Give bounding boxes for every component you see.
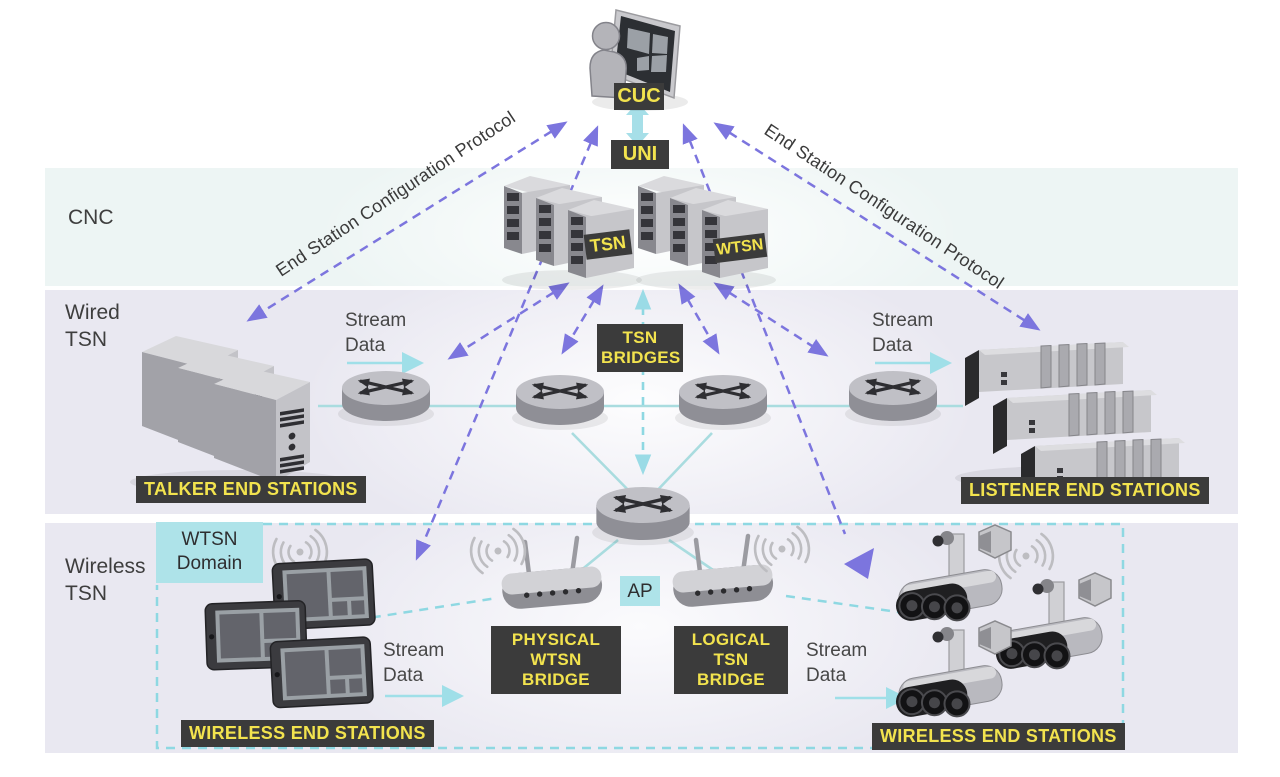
talker-end-stations-label: TALKER END STATIONS [136,476,366,503]
tsn-bridges-label: TSN BRIDGES [597,324,683,373]
logical-tsn-bridge-ap-icon [672,536,775,608]
wireless-robots-icon [891,524,1112,728]
stream-data-label: Stream Data [383,640,445,687]
tablets-to-physical-ap-link [355,596,498,622]
router-icon [512,375,608,430]
router-icon [845,371,941,426]
wireless-signal-icon [466,526,530,576]
region-label-wireless-tsn: Wireless TSN [65,555,146,606]
router-icon [675,375,771,430]
protocol-arrow-listener-cuc [713,122,1041,331]
config-arrow-wtsn-bridge4 [713,282,829,357]
stream-data-label: Stream Data [872,310,934,357]
stream-arrows [347,361,930,700]
cuc-label: CUC [614,83,664,110]
uni-label: UNI [611,140,669,169]
logical-ap-to-robots-link [785,594,934,619]
router-icon [592,487,694,545]
region-label-wired-tsn: Wired TSN [65,301,120,352]
protocol-arrow-robots-cuc [682,123,847,535]
bridge3-downlink [649,432,713,499]
stream-data-label: Stream Data [806,640,868,687]
talker-end-stations-icon [130,336,350,494]
physical-wtsn-bridge-label: PHYSICAL WTSN BRIDGE [491,626,621,695]
listener-end-stations-label: LISTENER END STATIONS [961,477,1209,504]
stream-arrowhead [442,685,464,707]
router-to-logical-ap-link [668,538,717,574]
logical-tsn-bridge-label: LOGICAL TSN BRIDGE [674,626,788,695]
stream-data-label: Stream Data [345,310,407,357]
wtsn-server-stack-icon [636,176,776,290]
stream-arrowhead [402,352,424,374]
tsn-server-stack-icon [502,176,642,290]
wireless-end-stations-label-left: WIRELESS END STATIONS [181,720,434,747]
wireless-signal-icon [750,524,814,574]
config-arrow-wtsn-bridge3 [678,283,720,355]
router-icon [338,371,434,426]
config-arrow-tsn-bridge2 [561,284,604,355]
protocol-arrowhead-robots [844,548,874,579]
wtsn-domain-label: WTSN Domain [156,522,263,583]
wireless-end-stations-label-right: WIRELESS END STATIONS [872,723,1125,750]
wtsn-domain-border [155,522,1125,750]
ap-label: AP [620,576,660,606]
config-arrow-tsn-bridge1 [447,282,570,360]
stream-arrowhead [930,352,952,374]
region-label-cnc: CNC [68,206,114,229]
